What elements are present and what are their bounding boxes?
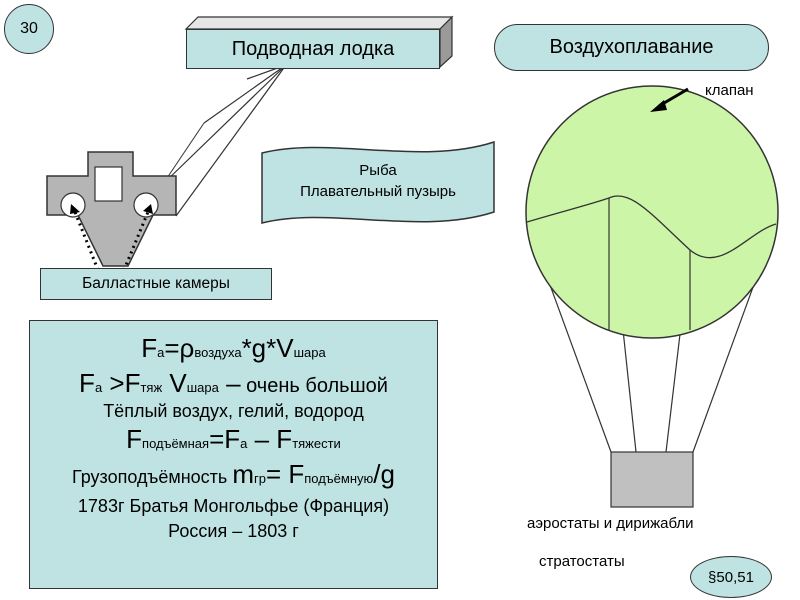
formula-4-a: a xyxy=(240,436,248,451)
periscope-line-lower xyxy=(175,64,287,217)
formula-5-g: /g xyxy=(373,459,395,489)
ballast-arrow-right xyxy=(122,211,150,271)
formula-history-1783: 1783г Братья Монгольфье (Франция) xyxy=(77,496,390,516)
aeronautics-title-box: Воздухоплавание xyxy=(494,24,769,71)
formula-4-gravity-sub: тяжести xyxy=(292,436,341,451)
formula-history-1803: Россия – 1803 г xyxy=(168,521,299,541)
balloon-gondola xyxy=(610,451,694,508)
formula-4-minusF: – F xyxy=(247,424,293,454)
stratostats-label: стратостаты xyxy=(539,553,625,570)
formula-lift: Fподъёмная=Fa – Fтяжести xyxy=(30,424,437,455)
formula-4-F: F xyxy=(126,424,143,454)
formula-1-F: F xyxy=(141,333,158,363)
ballast-label-box: Балластные камеры xyxy=(40,268,272,300)
formula-2-F: F xyxy=(79,368,95,398)
formula-archimedes: Fa=ρвоздуха*g*Vшара xyxy=(30,333,437,364)
formula-1-a: a xyxy=(157,345,165,360)
periscope-tip xyxy=(203,64,287,124)
formula-1-gV: *g*V xyxy=(241,333,294,363)
fish-banner xyxy=(261,140,495,224)
formula-2-v-sub: шара xyxy=(186,380,219,395)
valve-arrowhead xyxy=(650,100,667,112)
aerostats-label: аэростаты и дирижабли xyxy=(527,515,694,532)
balloon-envelope xyxy=(525,85,779,339)
title-box-depth-side xyxy=(439,15,453,69)
formula-gases: Тёплый воздух, гелий, водород xyxy=(103,401,364,421)
section-ref-badge: §50,51 xyxy=(690,556,772,598)
submarine-hatch xyxy=(94,166,123,202)
formula-2-a: a xyxy=(94,380,103,395)
ballast-label: Балластные камеры xyxy=(82,275,230,292)
formula-2-dash: – xyxy=(218,368,241,398)
section-ref: §50,51 xyxy=(708,568,754,586)
ballast-arrow-left xyxy=(73,211,100,271)
periscope-inner xyxy=(162,122,205,185)
formula-5-m: m xyxy=(232,459,254,489)
aeronautics-title: Воздухоплавание xyxy=(549,36,714,58)
formula-2-V: V xyxy=(169,368,187,398)
formula-2-tyazh: тяж xyxy=(140,380,163,395)
formula-capacity: Грузоподъёмность mгр= Fподъёмную/g xyxy=(30,459,437,490)
submarine-title-box: Подводная лодка xyxy=(186,29,440,69)
formula-2-rest: очень большой xyxy=(240,375,388,397)
formula-4-lift-sub: подъёмная xyxy=(142,436,210,451)
fish-text: Рыба Плавательный пузырь xyxy=(264,160,492,202)
ballast-arrowhead-right xyxy=(143,204,153,214)
formula-1-v-sub: шара xyxy=(293,345,326,360)
valve-label: клапан xyxy=(705,82,754,99)
formula-1-rho: =ρ xyxy=(164,333,195,363)
formula-1-rho-sub: воздуха xyxy=(194,345,242,360)
submarine-hull xyxy=(46,151,177,267)
title-box-depth-top xyxy=(184,16,454,30)
ballast-chamber-left xyxy=(60,192,86,218)
formula-box: Fa=ρвоздуха*g*Vшара Fa >Fтяж Vшара – оче… xyxy=(29,320,438,589)
periscope-line-upper xyxy=(162,64,287,185)
slide-number-badge: 30 xyxy=(4,4,54,54)
formula-2-gtF: >F xyxy=(102,368,141,398)
fish-label: Рыба xyxy=(359,162,397,179)
submarine-title: Подводная лодка xyxy=(231,37,395,60)
slide-number: 30 xyxy=(20,20,38,37)
formula-5-eqF: = F xyxy=(265,459,305,489)
formula-5-text: Грузоподъёмность xyxy=(72,467,233,487)
formula-5-m-sub: гр xyxy=(253,471,266,486)
balloon-seam xyxy=(526,195,777,259)
swim-bladder-label: Плавательный пузырь xyxy=(300,183,456,200)
ballast-arrowhead-left xyxy=(70,204,80,214)
formula-4-eqF: =F xyxy=(209,424,241,454)
formula-5-lift-sub: подъёмную xyxy=(304,471,374,486)
formula-condition: Fa >Fтяж Vшара – очень большой xyxy=(30,368,437,399)
